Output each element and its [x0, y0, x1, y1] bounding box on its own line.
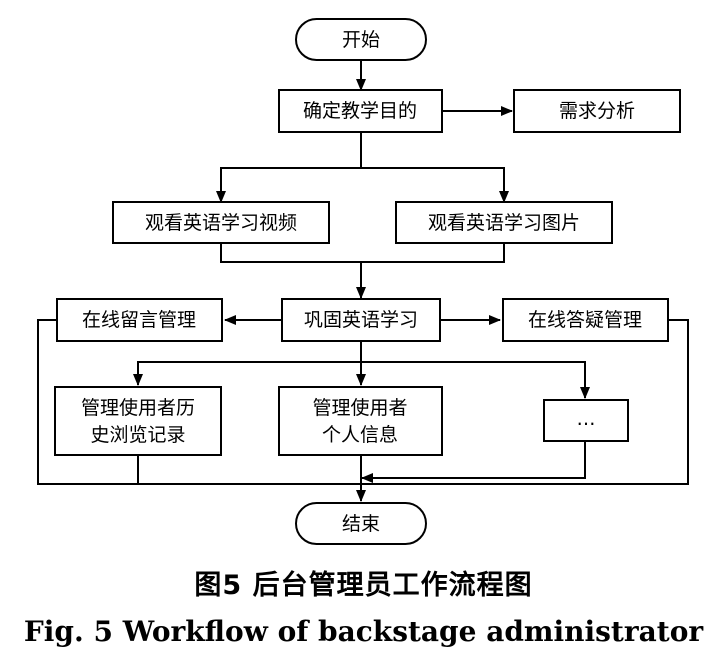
needs-analysis-box — [513, 89, 681, 133]
figure-caption-english: Fig. 5 Workflow of backstage administrat… — [23, 615, 704, 648]
personal-info-box — [278, 386, 443, 456]
message-mgmt-box — [56, 298, 223, 342]
message-mgmt-label: 在线留言管理 — [82, 309, 196, 331]
arrow-goal-to-video — [216, 132, 362, 203]
history-label-line1: 管理使用者历 — [81, 397, 195, 419]
arrow-to-more — [361, 361, 590, 399]
start-terminal — [295, 18, 427, 61]
watch-video-box — [112, 201, 330, 244]
arrow-goal-to-picture — [361, 167, 509, 203]
more-box — [543, 399, 629, 442]
arrow-to-history — [133, 361, 361, 386]
start-label: 开始 — [342, 29, 380, 51]
personal-label-line1: 管理使用者 — [312, 397, 407, 419]
define-goal-box — [278, 89, 443, 133]
consolidate-box — [281, 298, 441, 342]
consolidate-label: 巩固英语学习 — [304, 309, 418, 331]
watch-picture-label: 观看英语学习图片 — [428, 212, 580, 234]
figure-caption-chinese: 图5 后台管理员工作流程图 — [194, 570, 533, 601]
line-qa-to-end — [361, 319, 689, 485]
end-label: 结束 — [342, 513, 380, 535]
history-box — [54, 386, 222, 456]
more-label: … — [577, 408, 596, 430]
qa-mgmt-label: 在线答疑管理 — [528, 309, 642, 331]
personal-label-line2: 个人信息 — [322, 424, 398, 446]
connectors — [37, 60, 689, 502]
end-terminal — [295, 502, 427, 545]
line-video-merge — [220, 243, 505, 263]
history-label-line2: 史浏览记录 — [90, 424, 185, 446]
qa-mgmt-box — [502, 298, 669, 342]
watch-video-label: 观看英语学习视频 — [145, 212, 297, 234]
arrow-more-to-end — [361, 441, 586, 483]
watch-picture-box — [395, 201, 613, 244]
define-goal-label: 确定教学目的 — [303, 100, 417, 122]
line-message-to-end — [37, 319, 361, 485]
workflow-diagram: 开始 确定教学目的 需求分析 观看英语学习视频 观看英语学习图片 在线留言管理 … — [37, 18, 689, 545]
needs-analysis-label: 需求分析 — [559, 100, 635, 122]
